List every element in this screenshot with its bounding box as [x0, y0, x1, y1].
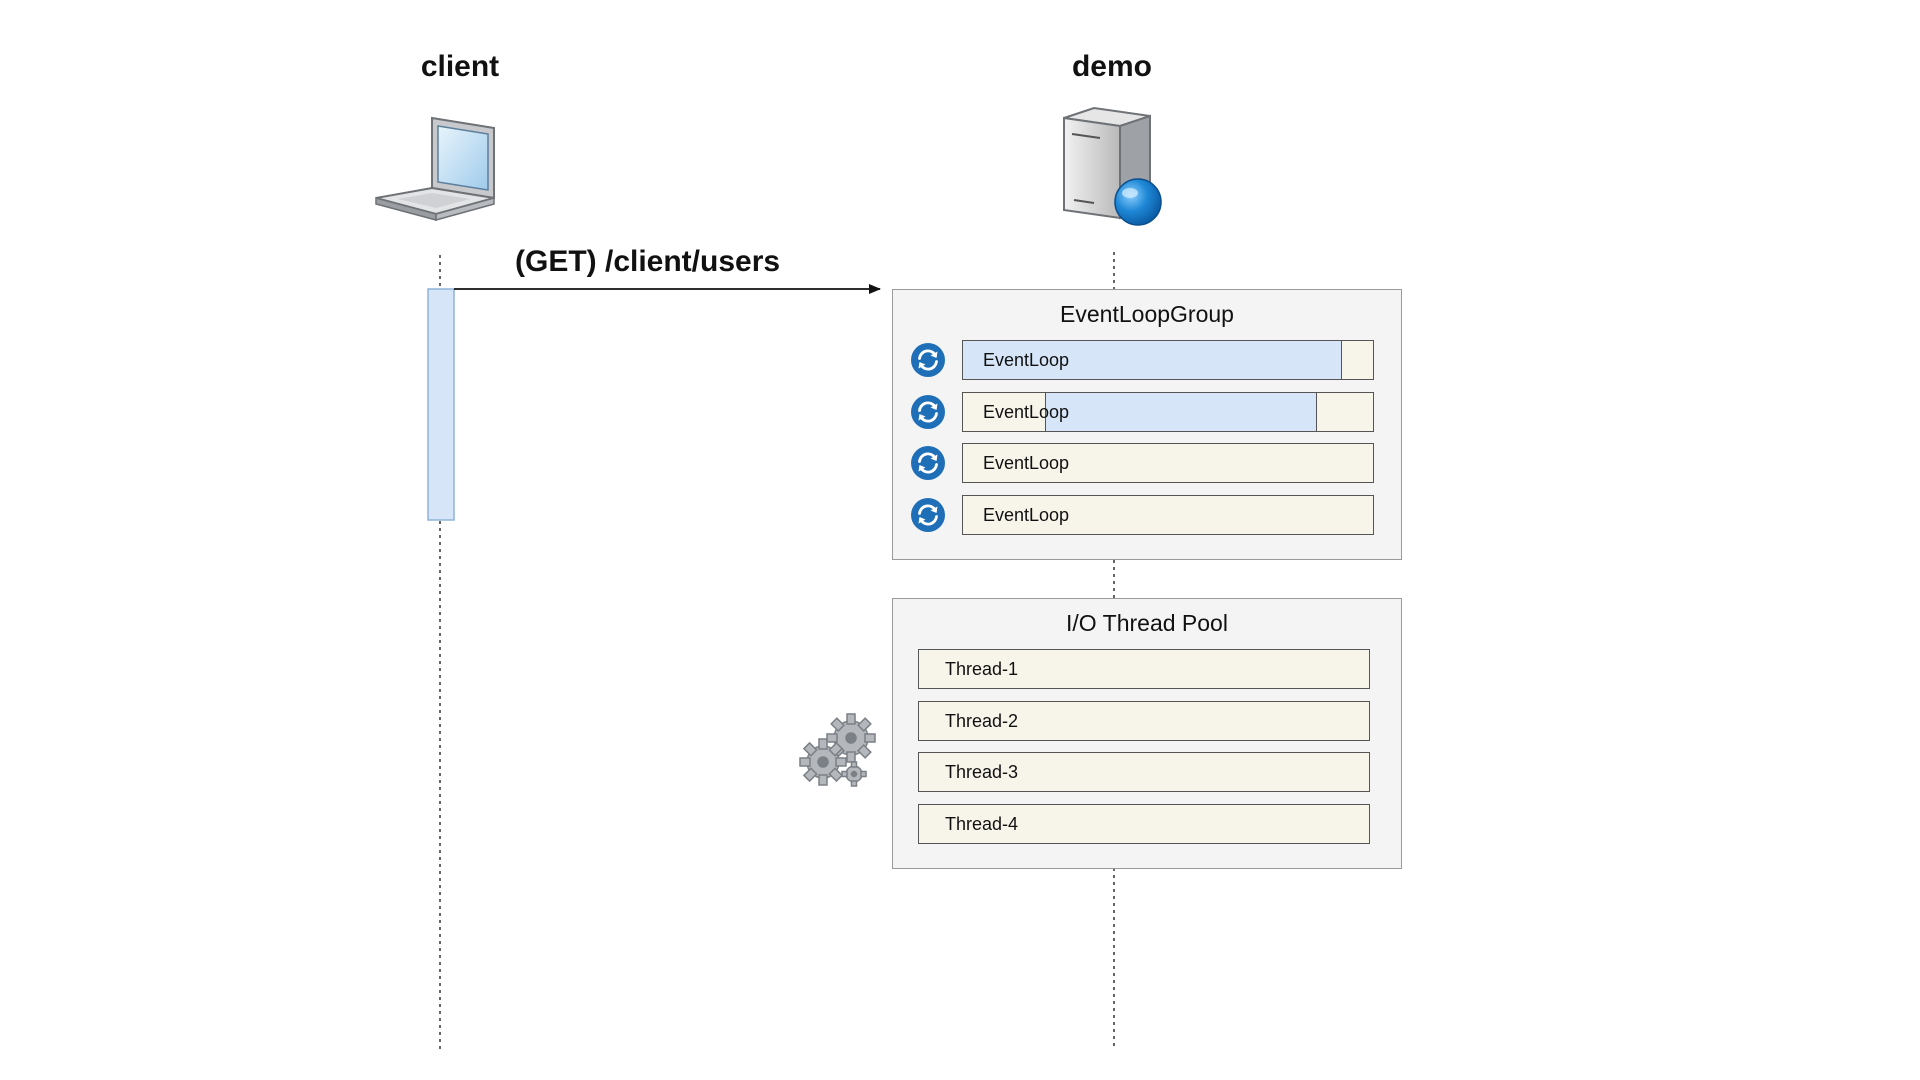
thread-row: Thread-4: [918, 804, 1370, 844]
laptop-icon: [375, 116, 495, 221]
actor-title-client: client: [420, 50, 500, 83]
thread-row: Thread-3: [918, 752, 1370, 792]
event-loop-row: EventLoop: [962, 392, 1374, 432]
thread-label: Thread-3: [945, 761, 1019, 782]
event-loop-row: EventLoop: [962, 340, 1374, 380]
event-loop-group-title: EventLoopGroup: [1060, 301, 1234, 327]
event-loop-label: EventLoop: [983, 401, 1070, 422]
refresh-icon: [911, 343, 945, 377]
thread-row: Thread-1: [918, 649, 1370, 689]
event-loop-busy-fill: [963, 341, 1343, 379]
thread-label: Thread-1: [945, 658, 1019, 679]
event-loop-busy-fill: [1045, 393, 1318, 431]
refresh-icon: [911, 446, 945, 480]
actor-title-demo: demo: [1071, 50, 1152, 83]
thread-label: Thread-4: [945, 813, 1019, 834]
event-loop-label: EventLoop: [983, 452, 1070, 473]
message-label: (GET) /client/users: [515, 245, 781, 278]
refresh-icon: [911, 498, 945, 532]
thread-row: Thread-2: [918, 701, 1370, 741]
event-loop-row: EventLoop: [962, 443, 1374, 483]
thread-label: Thread-2: [945, 710, 1019, 731]
event-loop-label: EventLoop: [983, 349, 1070, 370]
refresh-icon: [911, 395, 945, 429]
event-loop-label: EventLoop: [983, 504, 1070, 525]
client-activation-bar: [427, 288, 455, 521]
io-thread-pool-title: I/O Thread Pool: [1066, 610, 1228, 636]
event-loop-row: EventLoop: [962, 495, 1374, 535]
gears-icon: [799, 713, 876, 787]
server-icon: [1063, 106, 1162, 226]
